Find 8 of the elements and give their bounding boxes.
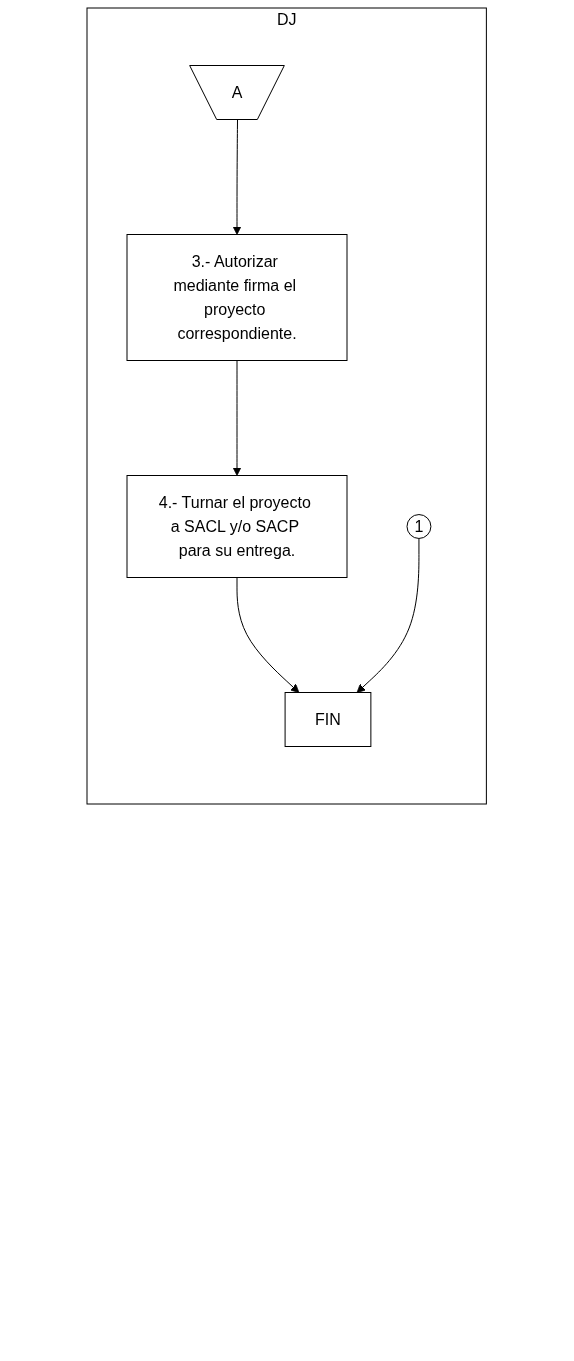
- node-box: 4.- Turnar el proyecto a SACL y/o SACP para su entrega.: [126, 475, 348, 578]
- arrow: [232, 119, 242, 235]
- node-box: FIN: [284, 692, 372, 747]
- node-circle: 1: [406, 514, 432, 539]
- arrow: [232, 360, 242, 476]
- node-box: 3.- Autorizar mediante firma el proyecto correspondiente.: [126, 234, 348, 361]
- arrow: [356, 537, 420, 693]
- arrow: [236, 577, 300, 693]
